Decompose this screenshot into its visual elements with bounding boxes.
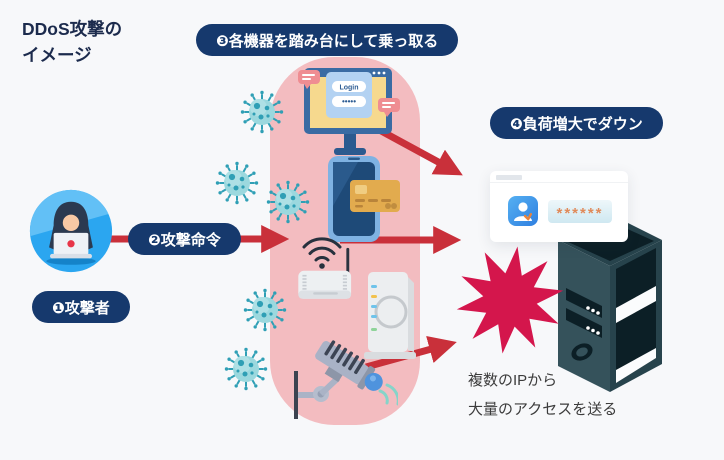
crash-burst-icon — [456, 246, 564, 354]
step4-down-label: ❹負荷増大でダウン — [490, 107, 663, 139]
router-icon — [298, 247, 352, 299]
window-header-divider — [490, 182, 628, 183]
wifi-icon — [302, 237, 342, 269]
hooded-attacker-icon — [29, 189, 113, 273]
login-window-icon: ****** — [490, 171, 628, 242]
traffic-annotation-line1: 複数のIPから — [468, 372, 558, 389]
camera-icon — [294, 340, 398, 419]
monitor-login-icon: Login ••••• — [298, 68, 400, 155]
page-title: DDoS攻撃の イメージ — [22, 16, 122, 69]
user-account-icon — [508, 196, 538, 226]
chat-bubble-icon — [298, 70, 320, 89]
step1-attacker-label: ❶攻撃者 — [32, 291, 130, 323]
page-title-line1: DDoS攻撃の — [22, 19, 123, 39]
password-dots-label: ••••• — [342, 97, 356, 106]
masked-password-field: ****** — [548, 200, 612, 223]
credit-card-icon — [350, 180, 400, 212]
traffic-annotation: 複数のIPから 大量のアクセスを送る — [468, 366, 617, 425]
login-button-label: Login — [339, 85, 358, 92]
traffic-annotation-line2: 大量のアクセスを送る — [468, 401, 618, 419]
chat-bubble-icon — [378, 98, 400, 117]
smartphone-card-icon — [328, 156, 400, 242]
step2-command-label: ❷攻撃命令 — [128, 223, 241, 255]
window-tab — [496, 175, 522, 180]
modem-icon — [364, 272, 416, 359]
page-title-line2: イメージ — [22, 45, 92, 66]
step3-hijack-label: ❸各機器を踏み台にして乗っ取る — [196, 24, 459, 56]
